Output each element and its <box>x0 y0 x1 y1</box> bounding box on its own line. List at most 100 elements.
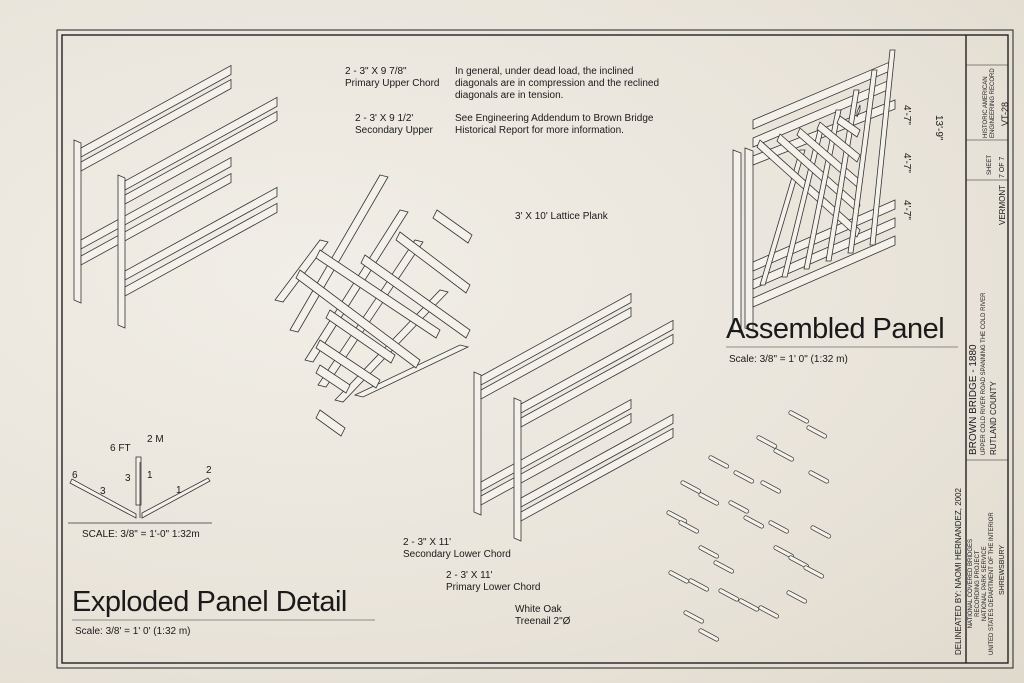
town: SHREWSBURY <box>999 544 1006 595</box>
scale-label: 2 <box>206 465 212 476</box>
location-line: UPPER COLD RIVER ROAD SPANNING THE COLD … <box>981 292 987 455</box>
lattice-plank-reclined <box>315 364 351 394</box>
name: Primary Lower Chord <box>446 582 541 593</box>
overall-dimension-label: 13'-9" <box>933 115 944 141</box>
name: Primary Upper Chord <box>345 78 440 89</box>
dimension-label: 4'-7" <box>901 105 912 125</box>
scale-caption: SCALE: 3/8" = 1'-0" 1:32m <box>82 529 200 540</box>
dimension-label: 4'-7" <box>901 200 912 220</box>
record-number: VT-28 <box>1000 101 1010 126</box>
scale-ft-label: 6 FT <box>110 443 131 454</box>
treenail <box>680 480 702 494</box>
treenail <box>760 480 782 494</box>
agency-line: RECORDING PROJECT <box>975 550 981 617</box>
scale-m-label: 2 M <box>147 434 164 445</box>
lattice-plank-label: 3' X 10' Lattice Plank <box>515 211 608 222</box>
assembled-lattice <box>803 109 842 270</box>
treenail <box>758 605 780 619</box>
treenail <box>756 435 778 449</box>
exploded-scale: Scale: 3/8' = 1' 0' (1:32 m) <box>75 626 191 637</box>
treenail <box>678 520 700 534</box>
left-frame-b-chord <box>124 186 278 281</box>
assembled-lattice <box>836 115 861 138</box>
secondary-upper-label: 2 - 3' X 9 1/2' Secondary Upper <box>355 113 433 137</box>
assembled-lattice <box>856 104 861 118</box>
lower-frame-b-chord <box>520 427 674 522</box>
sheet-number: 7 OF 7 <box>999 156 1006 178</box>
scale-label: 3 <box>100 486 106 497</box>
lower-frame-a-post <box>473 371 482 516</box>
lattice-plank-reclined <box>315 339 381 389</box>
lattice-plank-inclined <box>289 174 389 333</box>
size: 2 - 3" X 11' <box>403 537 452 548</box>
primary-lower-chord-label: 2 - 3' X 11' Primary Lower Chord <box>446 570 540 594</box>
lower-frame-b-chord <box>520 333 674 428</box>
program-name: HISTORIC AMERICAN ENGINEERING RECORD <box>983 68 996 138</box>
treenail <box>698 492 720 506</box>
bridge-name: BROWN BRIDGE - 1880 <box>968 344 979 455</box>
lower-frame-a-chord <box>480 398 632 492</box>
name: Secondary Upper <box>355 125 433 136</box>
lattice-plank-reclined <box>360 254 471 339</box>
treenail <box>788 410 810 424</box>
agency-block: NATIONAL COVERED BRIDGES RECORDING PROJE… <box>968 512 996 655</box>
name: White Oak <box>515 604 562 615</box>
treenail <box>728 500 750 514</box>
size: 2 - 3" X 9 7/8" <box>345 66 407 77</box>
scale-label: 6 <box>72 470 78 481</box>
lower-frame-b-chord <box>520 413 674 508</box>
treenail <box>806 425 828 439</box>
treenail <box>718 588 740 602</box>
sheet-label: SHEET <box>987 154 993 175</box>
treenail <box>698 545 720 559</box>
county: RUTLAND COUNTY <box>989 381 998 455</box>
scale-label: 1 <box>176 485 182 496</box>
lattice-plank-inclined <box>353 344 470 398</box>
scale-post <box>135 456 142 506</box>
assembled-title: Assembled Panel <box>726 313 945 345</box>
treenail <box>668 570 690 584</box>
treenail <box>688 578 710 592</box>
name: Secondary Lower Chord <box>403 549 511 560</box>
lattice-plank-reclined <box>395 231 471 294</box>
lattice-plank-reclined <box>315 409 346 437</box>
agency-line: NATIONAL PARK SERVICE <box>982 546 988 622</box>
lower-frame-b-chord <box>520 319 674 414</box>
treenail <box>698 628 720 642</box>
treenail <box>803 565 825 579</box>
agency-line: UNITED STATES DEPARTMENT OF THE INTERIOR <box>989 512 995 655</box>
scale-right-arm <box>141 477 211 519</box>
treenail <box>683 610 705 624</box>
note-addendum: See Engineering Addendum to Brown Bridge… <box>455 113 653 137</box>
note-line: See Engineering Addendum to Brown Bridge <box>455 113 654 124</box>
dimension-label: 4'-7" <box>901 153 912 173</box>
assembled-lattice <box>869 49 896 246</box>
left-frame-a-post <box>73 139 82 304</box>
lattice-plank-inclined <box>317 239 424 388</box>
note-line: Historical Report for more information. <box>455 125 624 136</box>
lattice-plank-reclined <box>315 249 441 339</box>
assembled-scale: Scale: 3/8" = 1' 0" (1:32 m) <box>729 354 848 365</box>
lattice-plank-reclined <box>432 209 473 244</box>
size: 2 - 3' X 9 1/2' <box>355 113 414 124</box>
treenail <box>768 520 790 534</box>
scale-label: 1 <box>147 470 153 481</box>
left-frame-b-post <box>117 174 126 329</box>
outer-border <box>56 29 1014 669</box>
left-frame-b-chord <box>124 110 278 205</box>
size: 2 - 3' X 11' <box>446 570 493 581</box>
assembled-post <box>744 147 754 332</box>
treenail <box>708 455 730 469</box>
assembled-chord <box>752 235 896 308</box>
assembled-lattice <box>847 69 878 254</box>
treenail <box>733 470 755 484</box>
primary-upper-chord-label: 2 - 3" X 9 7/8" Primary Upper Chord <box>345 66 439 90</box>
treenail-label: White Oak Treenail 2"Ø <box>515 604 570 628</box>
left-frame-a-chord <box>80 64 232 158</box>
size: Treenail 2"Ø <box>515 616 571 627</box>
delineated-by: DELINEATED BY: NAOMI HERNANDEZ, 2002 <box>954 487 963 655</box>
exploded-title: Exploded Panel Detail <box>72 586 347 618</box>
state: VERMONT <box>998 185 1007 225</box>
lower-frame-b-post <box>513 397 522 542</box>
